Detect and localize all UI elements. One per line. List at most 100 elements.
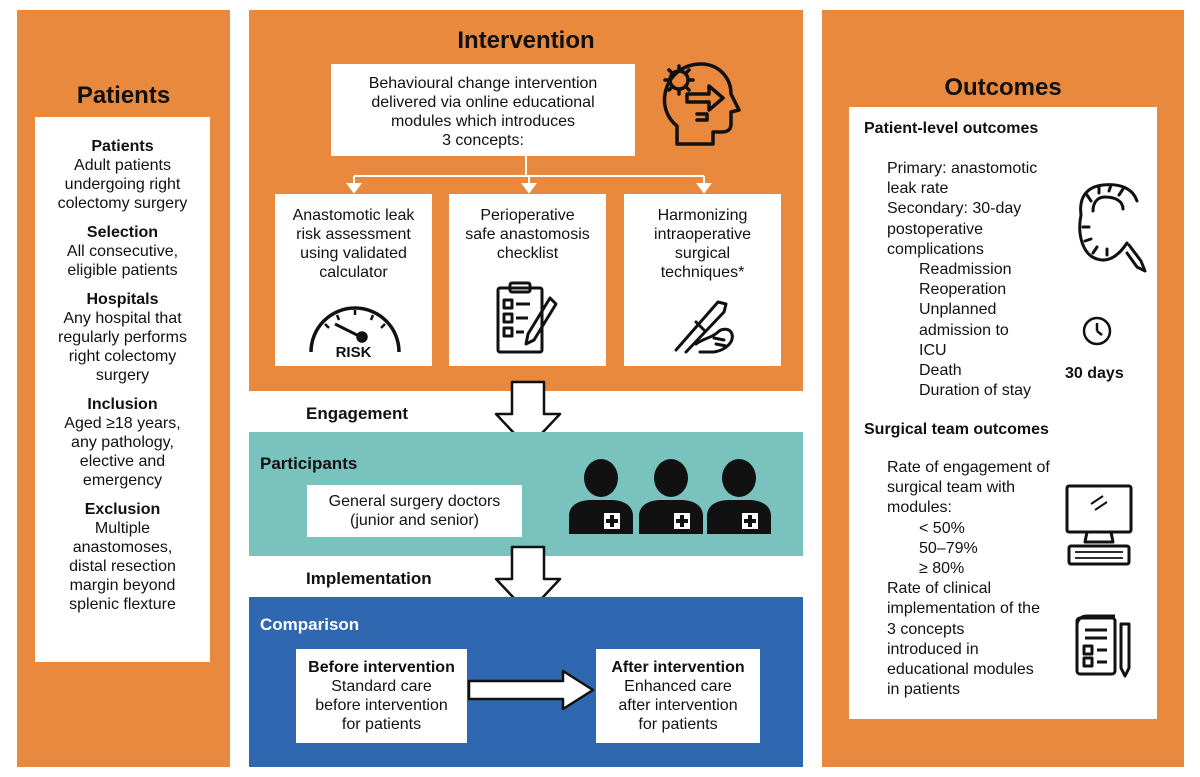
outcomes-panel: Outcomes Patient-level outcomes Primary:… (822, 10, 1184, 767)
behaviour-change-head-icon (657, 54, 743, 154)
patients-block-line: Multiple (94, 520, 151, 537)
patients-block-heading: Patients (91, 138, 154, 155)
intervention-description: Behavioural change intervention delivered… (331, 64, 635, 156)
outcomes-title: Outcomes (944, 74, 1062, 101)
comparison-arrow (467, 669, 595, 711)
patients-block-line: colectomy surgery (57, 195, 188, 212)
intervention-description-line: Behavioural change intervention (368, 75, 598, 92)
concept-line: Anastomotic leak (292, 207, 415, 224)
patient-level-outcome-line: Reoperation (919, 281, 1007, 299)
concept-line: using validated (300, 245, 407, 262)
patients-block-line: any pathology, (71, 434, 174, 451)
after-intervention-box: After intervention Enhanced care after in… (596, 649, 760, 743)
after-intervention-title: After intervention (611, 659, 745, 676)
engagement-label: Engagement (306, 404, 409, 423)
surgical-team-outcome-line: introduced in (887, 640, 979, 658)
surgical-team-outcome-line: in patients (887, 681, 960, 699)
implementation-label: Implementation (306, 569, 432, 588)
patients-block-line: surgery (95, 367, 150, 384)
patients-block-line: splenic flexture (69, 596, 176, 613)
intervention-description-line: modules which introduces (390, 113, 576, 130)
checklist-icon (494, 280, 560, 356)
patients-block-line: eligible patients (67, 262, 178, 279)
surgical-team-outcome-line: Rate of clinical (887, 580, 992, 598)
patient-level-outcome-line: ICU (919, 341, 947, 359)
surgical-team-heading: Surgical team outcomes (864, 421, 1049, 438)
intervention-description-line: delivered via online educational (371, 94, 595, 111)
participants-panel: Participants General surgery doctors (jun… (249, 432, 803, 556)
surgical-team-outcome-line: < 50% (919, 519, 965, 537)
intervention-panel: Intervention Behavioural change interven… (249, 10, 803, 391)
participants-description: General surgery doctors (junior and senio… (307, 485, 522, 537)
scalpel-hand-icon (666, 294, 738, 356)
patients-block-line: anastomoses, (72, 539, 173, 556)
doctors-icon (567, 458, 777, 538)
concept-connectors (346, 156, 712, 194)
patients-block-line: Adult patients (74, 157, 171, 174)
implementation-arrow (494, 545, 562, 615)
surgical-team-outcome-line: educational modules (887, 661, 1034, 679)
surgical-team-outcome-line: 3 concepts (887, 620, 965, 638)
concept-line: techniques* (660, 264, 745, 281)
surgical-team-outcomes: Rate of engagement of surgical team with m… (887, 458, 1050, 700)
risk-gauge-icon (307, 302, 403, 358)
concept-box-checklist: Perioperative safe anastomosis checklist (449, 194, 606, 366)
surgical-team-outcome-line: surgical team with (887, 479, 1016, 497)
patient-level-outcome-line: Secondary: 30-day (887, 200, 1022, 218)
patient-level-outcome-line: Primary: anastomotic (887, 160, 1038, 177)
patient-level-outcome-line: Readmission (919, 261, 1012, 279)
patients-block-line: right colectomy (68, 348, 177, 365)
patients-block-heading: Selection (86, 224, 159, 241)
participants-description-line: (junior and senior) (350, 512, 479, 529)
concept-line: intraoperative (654, 226, 751, 243)
before-intervention-title: Before intervention (308, 659, 455, 676)
outcomes-details-box: Patient-level outcomes Primary: anastomo… (849, 107, 1157, 719)
patients-block-heading: Hospitals (86, 291, 159, 308)
concept-line: checklist (496, 245, 559, 262)
surgical-team-outcome-line: 50–79% (919, 539, 978, 557)
intervention-description-line: 3 concepts: (442, 132, 524, 149)
patient-level-outcome-line: postoperative (887, 220, 984, 238)
patient-level-outcome-line: leak rate (887, 180, 949, 198)
surgical-team-outcome-line: implementation of the (887, 600, 1040, 618)
concept-line: Harmonizing (657, 207, 748, 224)
surgical-team-outcome-line: modules: (887, 499, 952, 517)
clock-icon (1081, 315, 1113, 347)
participants-description-line: General surgery doctors (328, 493, 501, 510)
colon-icon (1057, 175, 1149, 275)
after-intervention-line: for patients (638, 716, 718, 733)
computer-icon (1063, 482, 1135, 572)
after-intervention-line: Enhanced care (624, 678, 732, 695)
patients-block-line: undergoing right (64, 176, 181, 193)
after-intervention-line: after intervention (618, 697, 738, 714)
patients-block-line: regularly performs (58, 329, 187, 346)
surgical-team-outcome-line: Rate of engagement of (887, 459, 1050, 476)
patients-block-line: Aged ≥18 years, (64, 415, 181, 432)
concept-line: risk assessment (296, 226, 411, 243)
concept-line: safe anastomosis (465, 226, 590, 243)
patients-block-line: elective and (79, 453, 166, 470)
thirty-days-label: 30 days (1065, 365, 1124, 382)
comparison-title: Comparison (260, 615, 360, 634)
concept-line: Perioperative (480, 207, 575, 224)
clipboard-report-icon (1071, 612, 1135, 684)
comparison-panel: Comparison Before intervention Standard … (249, 597, 803, 767)
participants-title: Participants (260, 454, 358, 473)
patients-block-line: margin beyond (69, 577, 176, 594)
surgical-team-outcome-line: ≥ 80% (919, 560, 965, 578)
patient-level-outcome-line: Unplanned (919, 301, 997, 319)
intervention-title: Intervention (457, 27, 595, 54)
risk-label: RISK (335, 344, 372, 361)
patient-level-outcome-line: admission to (919, 321, 1009, 339)
patients-block-line: emergency (82, 472, 163, 489)
patients-block-heading: Inclusion (87, 396, 158, 413)
patients-block-line: distal resection (69, 558, 176, 575)
